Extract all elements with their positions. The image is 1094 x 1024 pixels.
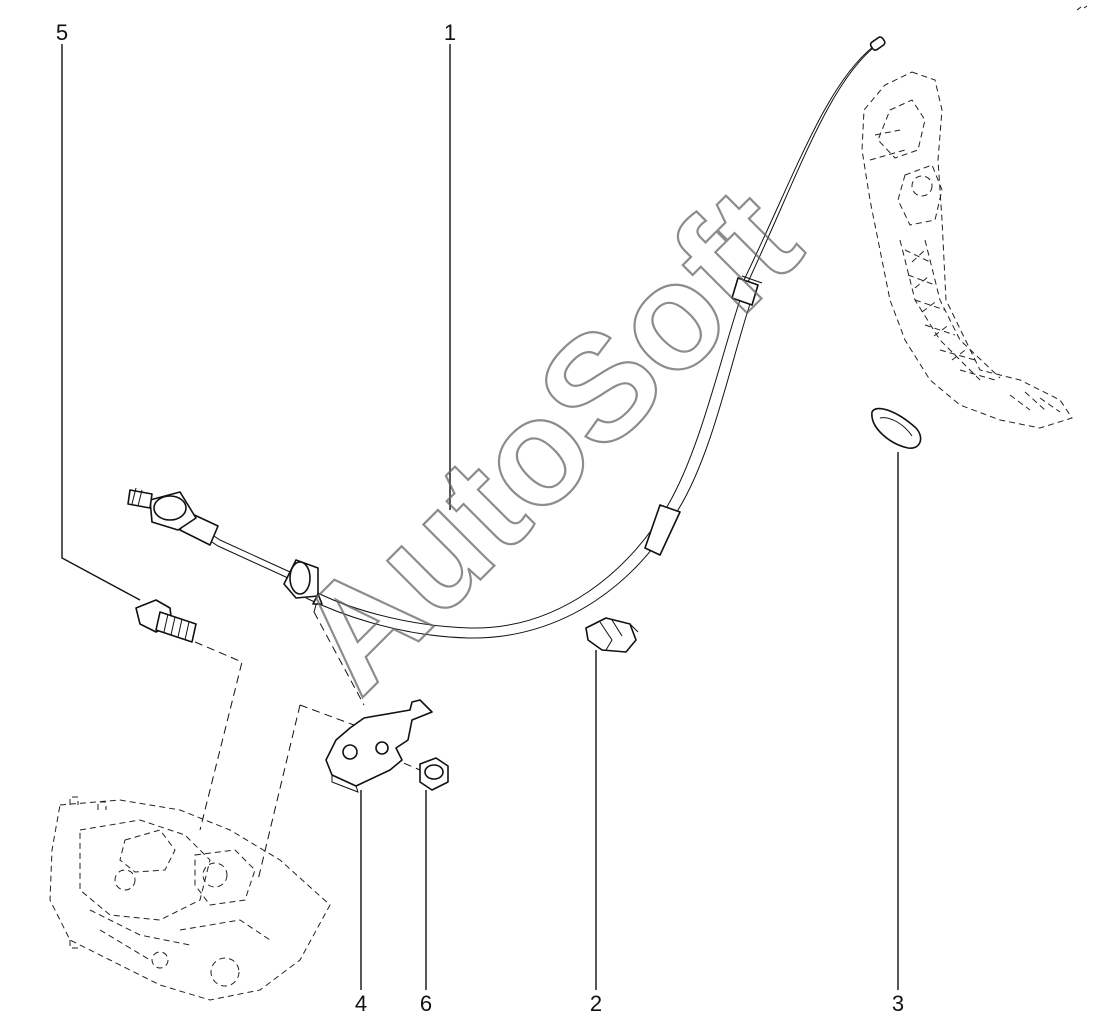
callout-2: 2 xyxy=(590,991,602,1016)
clutch-pedal-ghost xyxy=(861,71,1073,429)
callout-3: 3 xyxy=(892,991,904,1016)
cable-bracket xyxy=(325,699,433,793)
leader-lines xyxy=(61,44,899,990)
callout-1: 1 xyxy=(444,20,456,45)
callout-6: 6 xyxy=(420,991,432,1016)
corner-mark xyxy=(1076,5,1088,11)
callout-4: 4 xyxy=(355,991,367,1016)
gearbox-ghost xyxy=(49,796,331,1001)
grommet xyxy=(871,407,922,449)
cable-clip xyxy=(585,617,639,653)
callout-5: 5 xyxy=(56,20,68,45)
bolt xyxy=(135,599,197,643)
clutch-cable xyxy=(127,36,886,639)
watermark: AutoSoft xyxy=(264,156,830,722)
nut xyxy=(419,757,449,791)
